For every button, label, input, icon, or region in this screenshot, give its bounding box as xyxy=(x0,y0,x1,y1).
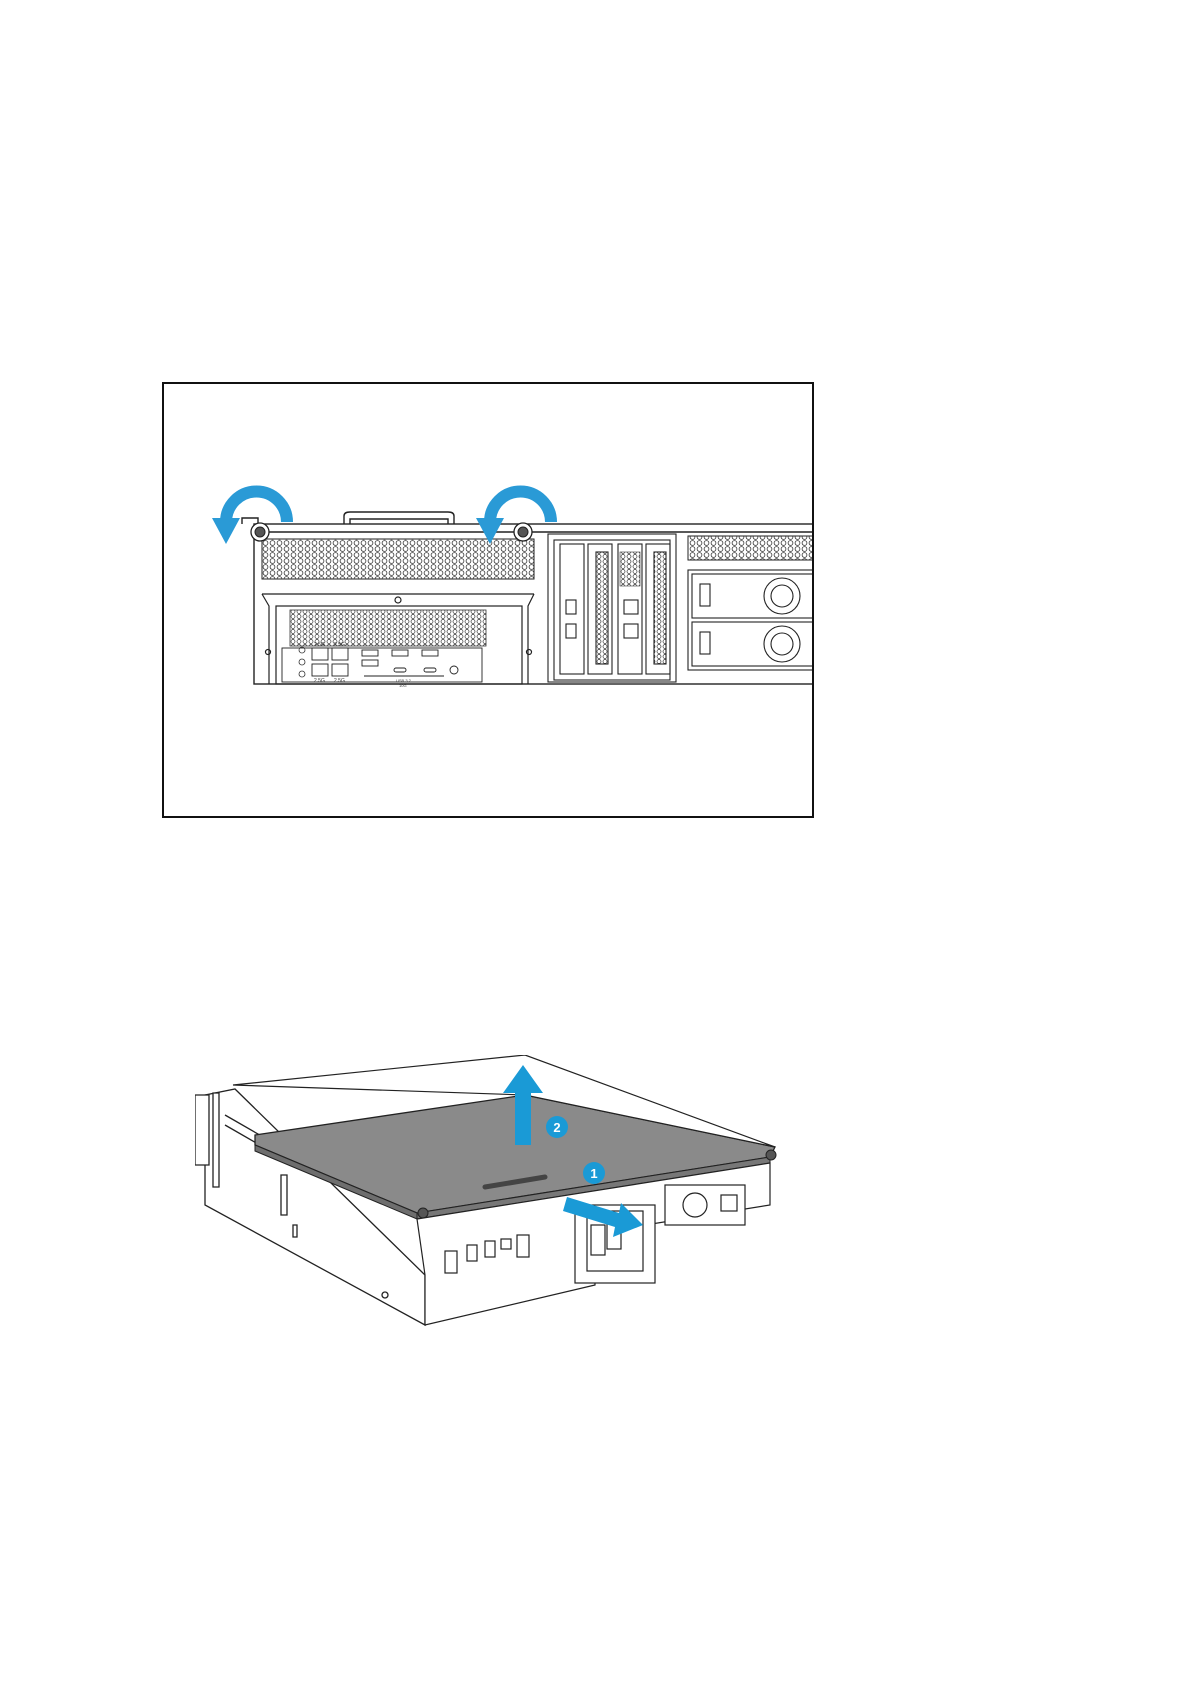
status-indicators xyxy=(299,647,305,677)
top-vent xyxy=(262,539,534,579)
lan-label: 2.5G xyxy=(334,642,345,648)
port xyxy=(467,1245,477,1261)
usb-sub-label: 10G xyxy=(399,683,407,688)
figure-remove-cover: 1 2 xyxy=(195,1055,795,1345)
lan-port xyxy=(332,648,348,660)
lan-port xyxy=(332,664,348,676)
lan-label: 2.5G xyxy=(334,678,345,684)
left-thumbscrew xyxy=(251,523,269,541)
figure-rear-panel-unscrew: USB 3.2 10G 2.5G 2.5G 2.5G 2.5G xyxy=(162,382,814,818)
usb-port xyxy=(422,650,438,656)
port xyxy=(517,1235,529,1257)
rear-panel-illustration: USB 3.2 10G 2.5G 2.5G 2.5G 2.5G xyxy=(164,384,814,818)
lan-label: 2.5G xyxy=(314,678,325,684)
power-button xyxy=(450,666,458,674)
lan-port xyxy=(312,664,328,676)
right-thumbscrew xyxy=(514,523,532,541)
step-2-number: 2 xyxy=(553,1120,560,1135)
lan-port xyxy=(312,648,328,660)
power-supply-units xyxy=(688,570,814,670)
right-rotate-arrow xyxy=(476,492,551,545)
right-vent xyxy=(688,536,814,560)
pcie-slots xyxy=(548,534,676,682)
port xyxy=(445,1251,457,1273)
cover-removal-illustration: 1 2 xyxy=(195,1055,795,1345)
step-1-number: 1 xyxy=(590,1166,597,1181)
usb-c-port xyxy=(394,668,406,672)
usb-port xyxy=(362,660,378,666)
io-panel xyxy=(282,648,482,682)
usb-port xyxy=(362,650,378,656)
slot-vent xyxy=(620,552,640,586)
lan-label: 2.5G xyxy=(314,642,325,648)
usb-port xyxy=(392,650,408,656)
bay-vent xyxy=(290,610,486,646)
usb-c-port xyxy=(424,668,436,672)
port xyxy=(501,1239,511,1249)
port xyxy=(485,1241,495,1257)
